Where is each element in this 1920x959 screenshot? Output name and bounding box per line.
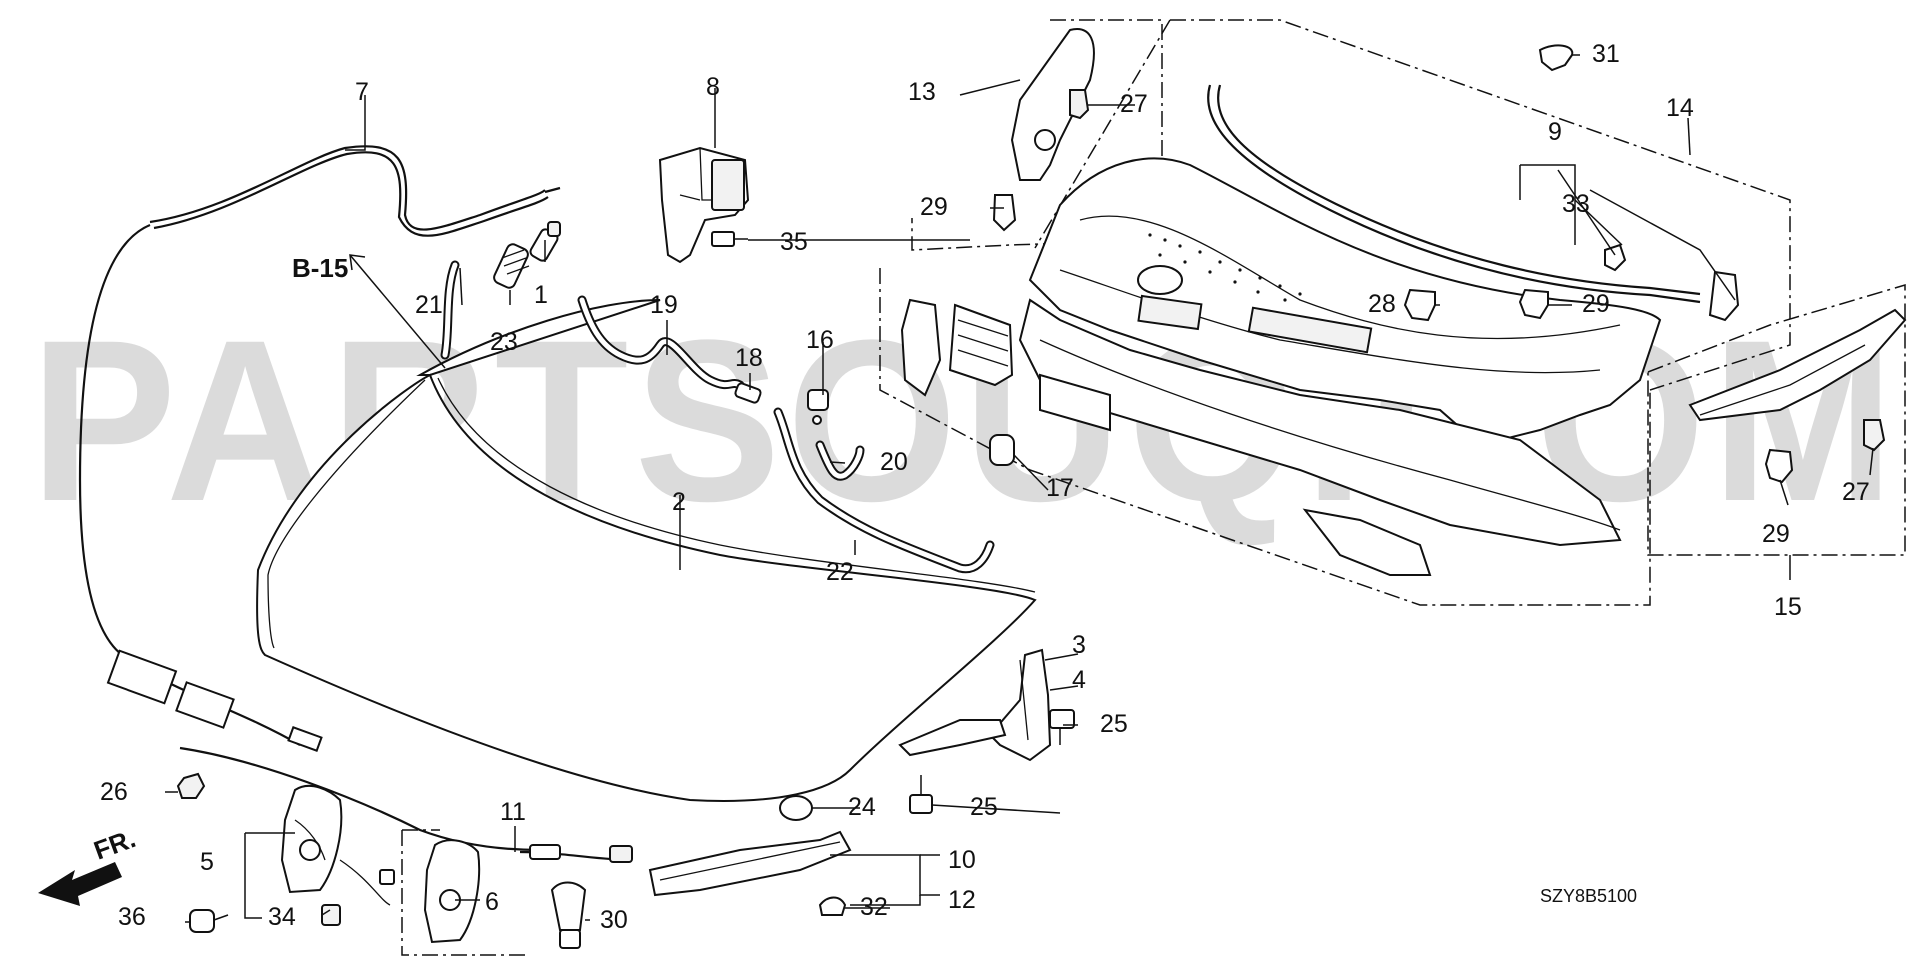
callout-16: 16 bbox=[806, 326, 834, 354]
callout-26: 26 bbox=[100, 778, 128, 806]
callout-17: 17 bbox=[1046, 474, 1074, 502]
callout-labels: 1 2 3 4 5 6 7 8 9 10 11 12 13 14 15 16 1… bbox=[100, 40, 1870, 934]
callout-10: 10 bbox=[948, 846, 976, 874]
hood-hinge-upper bbox=[658, 146, 750, 264]
hood-seal-strip bbox=[648, 830, 852, 916]
callout-6: 6 bbox=[485, 888, 499, 916]
callout-8: 8 bbox=[706, 73, 720, 101]
callout-29b: 29 bbox=[1582, 290, 1610, 318]
callout-28: 28 bbox=[1368, 290, 1396, 318]
callout-5: 5 bbox=[200, 848, 214, 876]
hose-fittings bbox=[176, 221, 1015, 821]
callout-31: 31 bbox=[1592, 40, 1620, 68]
callout-36: 36 bbox=[118, 903, 146, 931]
callout-29c: 29 bbox=[1762, 520, 1790, 548]
callout-3: 3 bbox=[1072, 631, 1086, 659]
callout-13: 13 bbox=[908, 78, 936, 106]
callout-34: 34 bbox=[268, 903, 296, 931]
callout-35: 35 bbox=[780, 228, 808, 256]
hood-release-cable bbox=[78, 145, 561, 852]
callout-25a: 25 bbox=[1100, 710, 1128, 738]
front-arrow-icon: FR. bbox=[38, 823, 139, 906]
washer-hoses bbox=[440, 260, 995, 574]
callout-7: 7 bbox=[355, 78, 369, 106]
callout-11: 11 bbox=[500, 798, 526, 826]
callout-2: 2 bbox=[672, 488, 686, 516]
callout-19: 19 bbox=[650, 291, 678, 319]
hood-weatherstrip-9 bbox=[1207, 44, 1740, 322]
reference-b15: B-15 bbox=[292, 253, 348, 283]
cable-clip-30 bbox=[550, 881, 587, 949]
callout-9: 9 bbox=[1548, 118, 1562, 146]
callout-12: 12 bbox=[948, 886, 976, 914]
callout-21: 21 bbox=[415, 291, 443, 319]
front-label: FR. bbox=[90, 823, 140, 866]
cowl-side-cover-13 bbox=[992, 28, 1095, 232]
callout-14: 14 bbox=[1666, 94, 1694, 122]
hood-locks bbox=[189, 784, 481, 944]
cowl-side-cover-15 bbox=[1688, 308, 1907, 484]
callout-20: 20 bbox=[880, 448, 908, 476]
drawing-code: SZY8B5100 bbox=[1540, 886, 1637, 906]
release-cable-11 bbox=[519, 844, 633, 863]
callout-4: 4 bbox=[1072, 666, 1086, 694]
callout-27b: 27 bbox=[1842, 478, 1870, 506]
callout-15: 15 bbox=[1774, 593, 1802, 621]
callout-18: 18 bbox=[735, 344, 763, 372]
callout-1: 1 bbox=[534, 281, 548, 309]
callout-24: 24 bbox=[848, 793, 876, 821]
callout-27a: 27 bbox=[1120, 90, 1148, 118]
callout-23: 23 bbox=[490, 328, 518, 356]
callout-30: 30 bbox=[600, 906, 628, 934]
leader-lines bbox=[165, 54, 1874, 923]
callout-22: 22 bbox=[826, 558, 854, 586]
callout-32: 32 bbox=[860, 893, 888, 921]
group-boxes bbox=[401, 19, 1906, 956]
callout-25b: 25 bbox=[970, 793, 998, 821]
callout-29a: 29 bbox=[920, 193, 948, 221]
hood-panel bbox=[256, 299, 1037, 802]
hood-hinge-lower bbox=[898, 648, 1075, 814]
cowl-top bbox=[900, 157, 1662, 576]
callout-33: 33 bbox=[1562, 190, 1590, 218]
